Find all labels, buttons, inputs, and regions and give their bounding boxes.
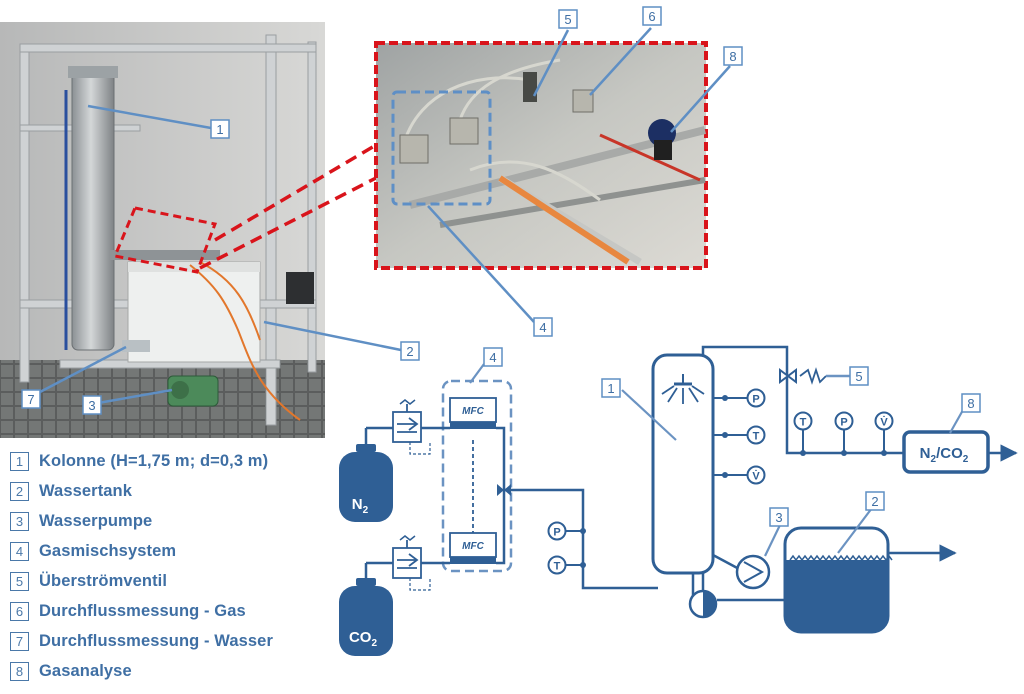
svg-text:8: 8 (729, 49, 736, 64)
legend-number: 4 (10, 541, 29, 561)
photo-callout-boxes: 1 2 3 7 4 5 6 8 (21, 6, 743, 415)
svg-text:P: P (752, 394, 759, 406)
legend-label: Kolonne (H=1,75 m; d=0,3 m) (39, 451, 269, 470)
co2-bottle: CO2 (339, 578, 393, 656)
mfc-lower: MFC (449, 532, 497, 564)
legend-number: 5 (10, 571, 29, 591)
sensor-v-column: V̇ (746, 465, 766, 485)
photo-callouts (39, 27, 731, 405)
svg-text:3: 3 (775, 510, 782, 525)
legend-label: Überströmventil (39, 571, 168, 590)
svg-text:1: 1 (216, 122, 223, 137)
schematic-callout-5: 5 (849, 366, 869, 386)
svg-text:4: 4 (489, 350, 496, 365)
schematic-callout-lines (469, 363, 964, 557)
schematic-callout-4: 4 (483, 347, 503, 367)
mfc-upper: MFC (449, 397, 497, 429)
svg-text:MFC: MFC (462, 406, 484, 417)
svg-text:8: 8 (967, 396, 974, 411)
svg-text:7: 7 (27, 392, 34, 407)
water-tank-symbol (783, 526, 893, 634)
mixing-node (497, 484, 511, 496)
legend-item-5: 5 Überströmventil (10, 566, 330, 596)
zoom-photo (374, 41, 708, 270)
legend-item-2: 2 Wassertank (10, 476, 330, 506)
callout-3: 3 (82, 395, 102, 415)
centrifugal-pump-symbol (735, 554, 771, 590)
gas-analyzer-box: N2/CO2 (902, 430, 990, 474)
schematic-callout-8: 8 (961, 393, 981, 413)
svg-text:4: 4 (539, 320, 546, 335)
legend-item-1: 1 Kolonne (H=1,75 m; d=0,3 m) (10, 446, 330, 476)
schematic-callout-1: 1 (601, 378, 621, 398)
legend-number: 1 (10, 451, 29, 471)
svg-text:CO2: CO2 (349, 629, 378, 649)
callout-6: 6 (642, 6, 662, 26)
legend-label: Durchflussmessung - Wasser (39, 631, 273, 650)
callout-8: 8 (723, 46, 743, 66)
legend: 1 Kolonne (H=1,75 m; d=0,3 m) 2 Wasserta… (10, 446, 330, 686)
regulator-upper (364, 399, 431, 455)
legend-item-4: 4 Gasmischsystem (10, 536, 330, 566)
callout-4: 4 (533, 317, 553, 337)
svg-text:5: 5 (564, 12, 571, 27)
regulator-lower (364, 535, 431, 591)
svg-text:5: 5 (855, 369, 862, 384)
zoom-connector-top (214, 143, 377, 242)
svg-text:T: T (753, 431, 760, 443)
legend-label: Durchflussmessung - Gas (39, 601, 246, 620)
sensor-t-column: T (746, 425, 766, 445)
legend-item-3: 3 Wasserpumpe (10, 506, 330, 536)
svg-text:N2/CO2: N2/CO2 (920, 445, 969, 465)
water-pump-symbol (688, 589, 718, 619)
svg-text:N2: N2 (352, 496, 369, 516)
sensor-p-column: P (746, 388, 766, 408)
callout-7: 7 (21, 389, 41, 409)
svg-text:P: P (553, 527, 560, 539)
legend-number: 6 (10, 601, 29, 621)
svg-text:V̇: V̇ (880, 416, 888, 429)
sensor-v-outlet: V̇ (874, 411, 894, 431)
callout-5: 5 (558, 9, 578, 29)
sensor-t-inlet: T (547, 555, 567, 575)
svg-text:V̇: V̇ (752, 470, 760, 483)
legend-label: Gasanalyse (39, 661, 132, 680)
legend-item-7: 7 Durchflussmessung - Wasser (10, 626, 330, 656)
svg-text:2: 2 (871, 494, 878, 509)
svg-text:T: T (554, 561, 561, 573)
zoom-connector-bottom (199, 176, 377, 270)
legend-number: 7 (10, 631, 29, 651)
sensor-p-outlet: P (834, 411, 854, 431)
legend-label: Gasmischsystem (39, 541, 177, 560)
svg-text:P: P (840, 417, 847, 429)
legend-label: Wassertank (39, 481, 133, 500)
column-symbol (651, 353, 715, 575)
callout-2: 2 (400, 341, 420, 361)
legend-number: 8 (10, 661, 29, 681)
sensor-t-outlet: T (793, 411, 813, 431)
svg-text:1: 1 (607, 381, 614, 396)
legend-number: 3 (10, 511, 29, 531)
svg-text:MFC: MFC (462, 541, 484, 552)
schematic-callout-2: 2 (865, 491, 885, 511)
sensor-p-inlet: P (547, 521, 567, 541)
svg-text:6: 6 (648, 9, 655, 24)
n2-bottle: N2 (339, 444, 393, 522)
svg-text:3: 3 (88, 398, 95, 413)
legend-item-8: 8 Gasanalyse (10, 656, 330, 686)
svg-text:2: 2 (406, 344, 413, 359)
svg-text:T: T (800, 417, 807, 429)
legend-number: 2 (10, 481, 29, 501)
schematic-callout-3: 3 (769, 507, 789, 527)
schematic-callouts: 4 1 5 8 3 2 (483, 347, 981, 527)
legend-label: Wasserpumpe (39, 511, 153, 530)
legend-item-6: 6 Durchflussmessung - Gas (10, 596, 330, 626)
callout-1: 1 (210, 119, 230, 139)
